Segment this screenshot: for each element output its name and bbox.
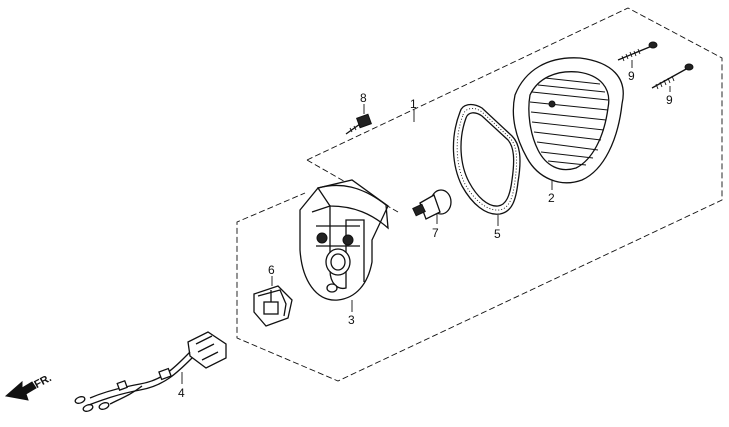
gasket-part[interactable] bbox=[452, 103, 521, 215]
assembly-outline bbox=[236, 7, 723, 382]
front-direction-indicator: FR. bbox=[4, 372, 54, 401]
callout-9-upper: 9 bbox=[628, 69, 635, 83]
callout-2: 2 bbox=[548, 191, 555, 205]
bulb-part[interactable] bbox=[412, 189, 452, 220]
screw-part-upper[interactable] bbox=[617, 41, 658, 62]
callout-7: 7 bbox=[432, 226, 439, 240]
callout-5: 5 bbox=[494, 227, 501, 241]
callout-6: 6 bbox=[268, 263, 275, 277]
base-part[interactable] bbox=[299, 179, 389, 301]
lens-part[interactable] bbox=[512, 57, 624, 184]
callout-9-lower: 9 bbox=[666, 93, 673, 107]
callout-1: 1 bbox=[410, 97, 417, 111]
bolt-part[interactable] bbox=[345, 113, 372, 135]
callout-4: 4 bbox=[178, 386, 185, 400]
front-arrow-icon bbox=[4, 380, 37, 401]
leader-lines bbox=[181, 60, 671, 384]
wire-harness-part[interactable] bbox=[74, 331, 227, 413]
front-label: FR. bbox=[32, 372, 53, 391]
screw-part-lower[interactable] bbox=[651, 63, 694, 90]
callout-8: 8 bbox=[360, 91, 367, 105]
bulb-socket-part[interactable] bbox=[253, 285, 293, 327]
callout-3: 3 bbox=[348, 313, 355, 327]
